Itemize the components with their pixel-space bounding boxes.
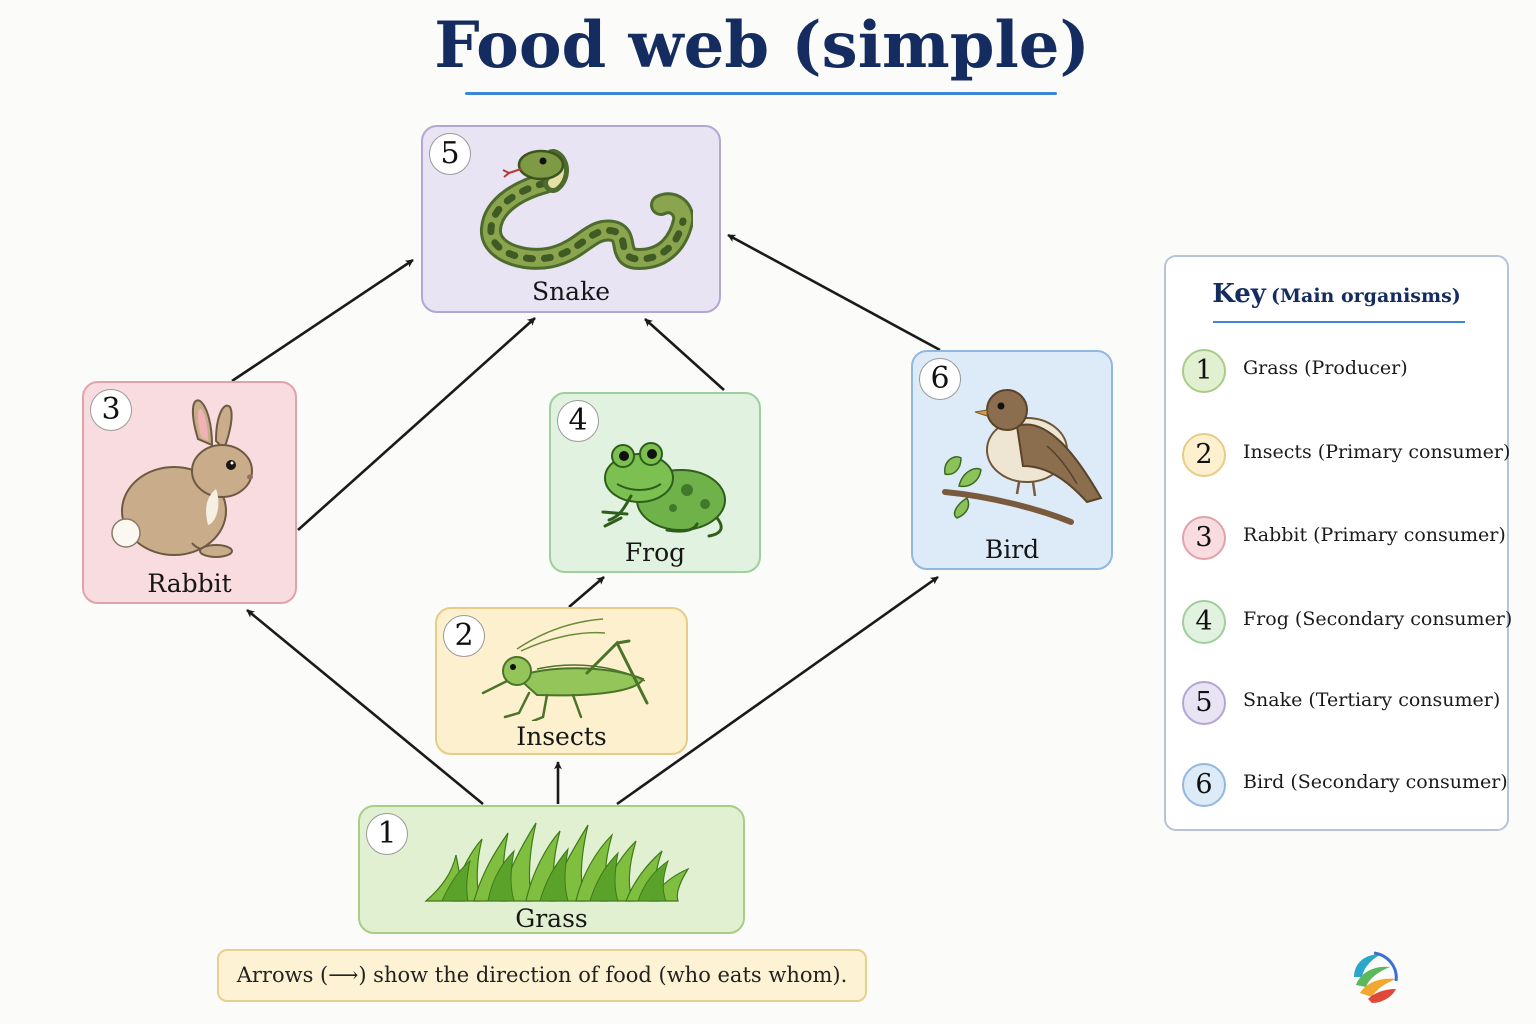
node-number: 5 xyxy=(429,133,471,175)
key-item: 1 Grass (Producer) xyxy=(1182,349,1507,397)
node-bird: 6 Bird xyxy=(911,350,1113,570)
node-label: Rabbit xyxy=(147,569,232,598)
key-item-number: 1 xyxy=(1182,349,1226,393)
grass-icon xyxy=(424,822,690,902)
node-label: Insects xyxy=(516,722,607,751)
node-number: 6 xyxy=(919,358,961,400)
arrow-bird-to-snake xyxy=(727,233,941,352)
arrow-rabbit-to-snake-2 xyxy=(297,317,536,531)
node-grass: 1 Grass xyxy=(358,805,745,934)
key-item-number: 5 xyxy=(1182,681,1226,725)
title-underline xyxy=(465,92,1057,95)
key-item-text: Snake (Tertiary consumer) xyxy=(1243,689,1501,711)
node-label: Frog xyxy=(624,538,686,567)
node-snake: 5 Snake xyxy=(421,125,721,313)
arrow-insects-to-frog xyxy=(568,576,605,608)
key-item-text: Grass (Producer) xyxy=(1243,357,1408,379)
key-title-main: Key xyxy=(1212,279,1266,309)
rabbit-icon xyxy=(111,399,253,558)
node-label: Snake xyxy=(531,277,611,306)
node-number: 2 xyxy=(443,615,485,657)
frog-icon xyxy=(601,442,726,538)
node-number: 1 xyxy=(366,813,408,855)
arrow-grass-to-rabbit xyxy=(246,608,484,806)
node-insects: 2 Insects xyxy=(435,607,688,755)
node-number: 3 xyxy=(90,389,132,431)
node-frog: 4 Frog xyxy=(549,392,761,573)
node-rabbit: 3 Rabbit xyxy=(82,381,297,604)
arrows-explanation-note: Arrows (⟶) show the direction of food (w… xyxy=(217,949,867,1002)
key-item: 4 Frog (Secondary consumer) xyxy=(1182,600,1512,648)
node-label: Bird xyxy=(984,535,1040,564)
node-label: Grass xyxy=(515,904,588,933)
diagram-title: Food web (simple) xyxy=(434,8,1090,83)
key-item: 2 Insects (Primary consumer) xyxy=(1182,433,1511,481)
key-item: 6 Bird (Secondary consumer) xyxy=(1182,763,1508,811)
key-title: Key (Main organisms) xyxy=(1166,279,1507,309)
arrow-grass-to-bird xyxy=(616,575,939,806)
key-item: 3 Rabbit (Primary consumer) xyxy=(1182,516,1507,564)
key-underline xyxy=(1213,321,1465,323)
key-item-text: Rabbit (Primary consumer) xyxy=(1243,524,1506,546)
node-number: 4 xyxy=(557,400,599,442)
globe-logo-icon xyxy=(1354,951,1398,1003)
key-item-text: Insects (Primary consumer) xyxy=(1243,441,1511,463)
arrow-frog-to-snake xyxy=(644,318,725,391)
key-title-sub: (Main organisms) xyxy=(1271,285,1461,307)
key-item-number: 3 xyxy=(1182,516,1226,560)
bird-icon xyxy=(942,389,1103,525)
key-item-number: 2 xyxy=(1182,433,1226,477)
snake-icon xyxy=(480,149,693,271)
grasshopper-icon xyxy=(481,618,649,721)
arrow-rabbit-to-snake-1 xyxy=(231,258,414,383)
key-item-text: Bird (Secondary consumer) xyxy=(1243,771,1508,793)
key-item-text: Frog (Secondary consumer) xyxy=(1243,608,1513,630)
key-item-number: 4 xyxy=(1182,600,1226,644)
key-item-number: 6 xyxy=(1182,763,1226,807)
key-item: 5 Snake (Tertiary consumer) xyxy=(1182,681,1507,729)
